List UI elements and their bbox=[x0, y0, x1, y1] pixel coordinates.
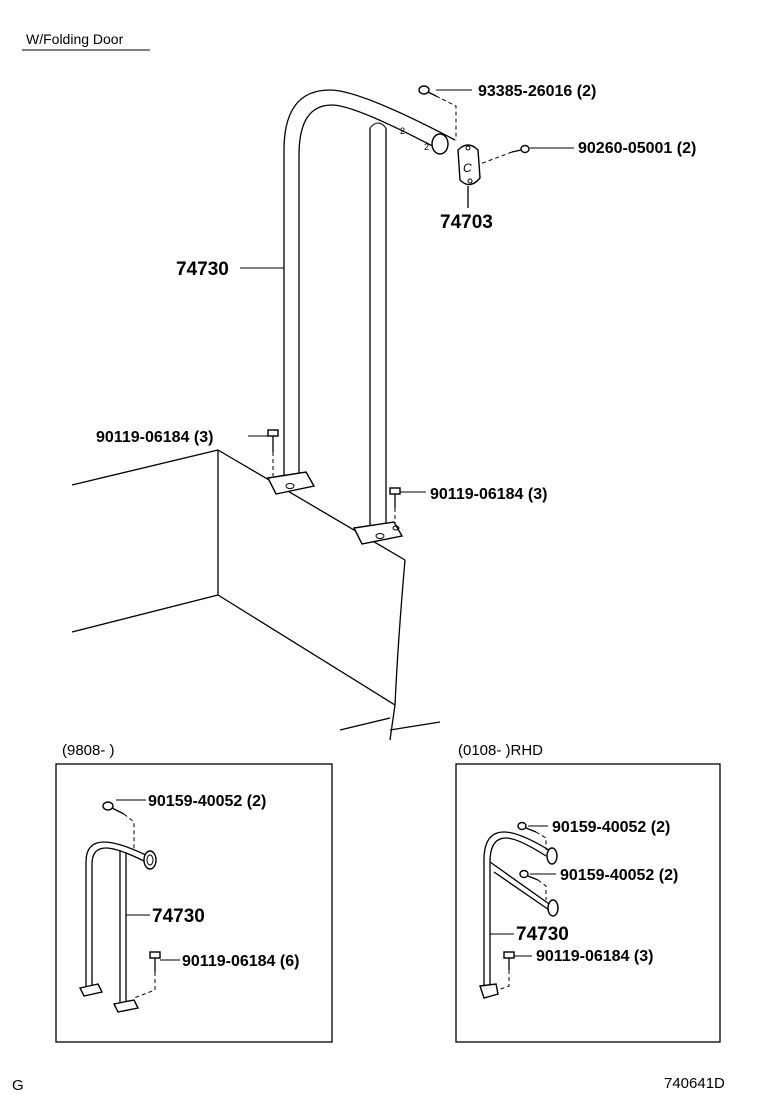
inset-right-frame bbox=[455, 763, 721, 1043]
callout-bolt-90119-right: 90119-06184 (3) bbox=[430, 486, 547, 503]
bolt-90159-inset-left-icon bbox=[102, 799, 146, 850]
svg-text:2: 2 bbox=[400, 126, 405, 136]
handle-end-cap bbox=[431, 133, 449, 155]
callout-handle-74730: 74730 bbox=[176, 259, 229, 280]
inset-right-period: (0108- )RHD bbox=[458, 742, 543, 759]
callout-bolt-90119-left: 90119-06184 (3) bbox=[96, 429, 213, 446]
bolt-90159-inset-right-top-icon bbox=[517, 821, 548, 850]
svg-text:2: 2 bbox=[424, 142, 429, 152]
bolt-90119-inset-right-icon bbox=[497, 951, 532, 991]
inset-left-period: (9808- ) bbox=[62, 742, 115, 759]
bolt-93385-icon bbox=[418, 85, 472, 140]
footer-left-code: G bbox=[12, 1077, 24, 1094]
bolt-90119-inset-left-icon bbox=[133, 951, 180, 999]
callout-inset-left-bolt-top: 90159-40052 (2) bbox=[148, 793, 266, 810]
callout-inset-right-bolt-top: 90159-40052 (2) bbox=[552, 819, 670, 836]
bracket-74703: C bbox=[457, 144, 481, 208]
callout-inset-right-handle: 74730 bbox=[516, 924, 569, 945]
base-plate-left bbox=[266, 471, 316, 495]
callout-inset-left-handle: 74730 bbox=[152, 906, 205, 927]
svg-text:C: C bbox=[463, 161, 472, 175]
callout-inset-left-bolt-bottom: 90119-06184 (6) bbox=[182, 953, 299, 970]
header-title: W/Folding Door bbox=[26, 31, 124, 47]
handle-74730-inset-left bbox=[78, 841, 157, 1013]
handle-74730-main: 2 2 bbox=[266, 89, 456, 545]
callout-inset-right-bolt-bottom: 90119-06184 (3) bbox=[536, 948, 653, 965]
inset-left-frame bbox=[55, 763, 333, 1043]
bolt-90159-inset-right-mid-icon bbox=[519, 869, 556, 900]
callout-bolt-93385: 93385-26016 (2) bbox=[478, 83, 596, 100]
bolt-90119-right-icon bbox=[389, 487, 426, 524]
handle-74730-inset-right bbox=[479, 831, 559, 999]
callout-screw-90260: 90260-05001 (2) bbox=[578, 140, 696, 157]
base-plate-right bbox=[352, 521, 404, 545]
callout-bracket-74703: 74703 bbox=[440, 212, 493, 233]
vehicle-step-body bbox=[71, 449, 441, 741]
callout-inset-right-bolt-mid: 90159-40052 (2) bbox=[560, 867, 678, 884]
screw-90260-icon bbox=[479, 144, 574, 165]
footer-diagram-id: 740641D bbox=[664, 1075, 725, 1092]
bolt-90119-left-icon bbox=[248, 429, 279, 476]
